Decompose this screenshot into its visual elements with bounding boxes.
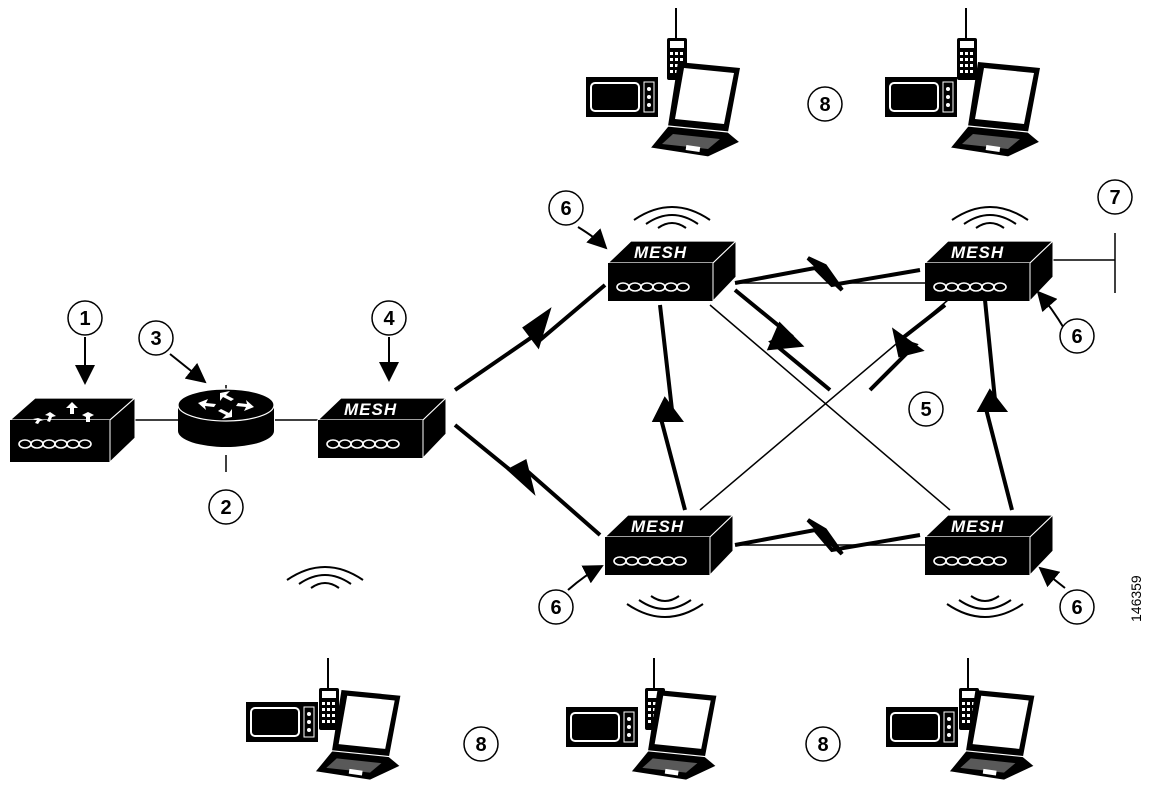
svg-text:4: 4 <box>383 308 395 330</box>
mesh-access-point-icon: MESH <box>607 240 737 302</box>
client-cluster <box>885 658 1035 781</box>
callout-4: 4 <box>371 300 407 336</box>
wireless-signal-icon <box>626 595 704 618</box>
callout-2: 2 <box>208 489 244 525</box>
cell-phone-icon <box>319 658 339 730</box>
mesh-access-point-icon: MESH <box>604 514 734 576</box>
mesh-access-point-icon: MESH <box>317 397 447 459</box>
mesh-label: MESH <box>951 517 1004 536</box>
callout-8: 8 <box>463 726 499 762</box>
wired-links <box>135 233 1116 472</box>
callout-7: 7 <box>1097 179 1133 215</box>
svg-text:8: 8 <box>819 94 830 116</box>
mesh-access-point-icon: MESH <box>924 514 1054 576</box>
callout-6: 6 <box>538 589 574 625</box>
mesh-label: MESH <box>634 243 687 262</box>
laptop-icon <box>630 689 717 781</box>
callout-1: 1 <box>67 300 103 336</box>
laptop-icon <box>649 61 741 158</box>
svg-text:6: 6 <box>560 198 571 220</box>
callout-6: 6 <box>1059 589 1095 625</box>
mesh-label: MESH <box>344 400 397 419</box>
microwave-icon <box>585 76 659 118</box>
microwave-icon <box>884 76 958 118</box>
client-cluster <box>585 8 741 158</box>
callout-6: 6 <box>1059 318 1095 354</box>
cell-phone-icon <box>957 8 977 80</box>
mesh-label: MESH <box>631 517 684 536</box>
svg-text:6: 6 <box>1071 326 1082 348</box>
microwave-icon <box>245 701 319 743</box>
client-cluster <box>884 8 1041 158</box>
microwave-icon <box>885 706 959 748</box>
microwave-icon <box>565 706 639 748</box>
figure-id: 146359 <box>1128 575 1144 622</box>
svg-text:7: 7 <box>1109 187 1120 209</box>
mesh-label: MESH <box>951 243 1004 262</box>
callout-3: 3 <box>138 320 174 356</box>
client-cluster <box>565 658 717 781</box>
wireless-signal-icon <box>946 595 1024 618</box>
wireless-signal-icon <box>633 206 711 229</box>
svg-text:8: 8 <box>817 734 828 756</box>
callout-8: 8 <box>805 726 841 762</box>
wireless-signal-icon <box>286 566 364 589</box>
svg-text:6: 6 <box>1071 597 1082 619</box>
svg-text:3: 3 <box>150 328 161 350</box>
svg-text:6: 6 <box>550 597 561 619</box>
svg-text:8: 8 <box>475 734 486 756</box>
switch-icon <box>8 396 137 464</box>
callout-5: 5 <box>908 391 944 427</box>
svg-text:2: 2 <box>220 497 231 519</box>
callout-arrows <box>75 226 1066 591</box>
wireless-signal-icon <box>951 206 1029 229</box>
router-icon <box>177 388 275 447</box>
bolt-link-icon <box>453 256 1014 556</box>
svg-text:1: 1 <box>79 308 90 330</box>
svg-text:5: 5 <box>920 399 931 421</box>
mesh-access-point-icon: MESH <box>924 240 1054 302</box>
client-cluster <box>245 658 401 781</box>
callout-8: 8 <box>807 86 843 122</box>
callout-6: 6 <box>548 190 584 226</box>
